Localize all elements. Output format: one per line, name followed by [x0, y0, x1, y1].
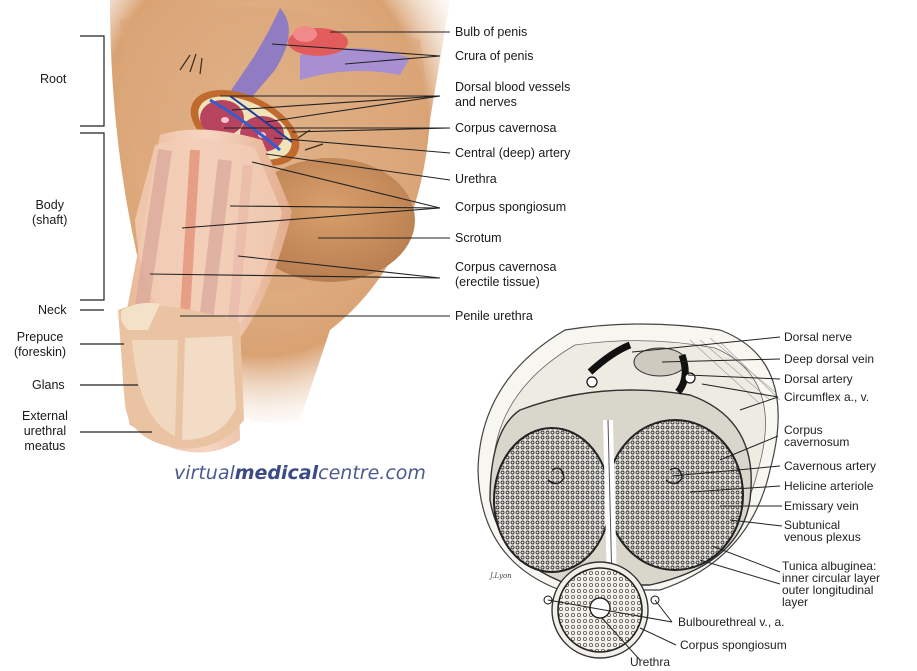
label-glans: Glans: [32, 378, 65, 393]
brand-logo: virtualmedicalcentre.com: [174, 462, 426, 484]
label-corpus-cavernosum: Corpus cavernosum: [784, 424, 849, 448]
label-corpus-spongiosum: Corpus spongiosum: [455, 200, 566, 215]
label-circumflex: Circumflex a., v.: [784, 391, 869, 403]
cross-section-illustration: J.Lyon: [478, 324, 780, 658]
label-crura: Crura of penis: [455, 49, 534, 64]
label-scrotum: Scrotum: [455, 231, 502, 246]
label-prepuce: Prepuce (foreskin): [14, 330, 66, 360]
label-dorsal-artery: Dorsal artery: [784, 373, 853, 385]
label-penile-urethra: Penile urethra: [455, 309, 533, 324]
label-cavernous-artery: Cavernous artery: [784, 460, 876, 472]
label-corpus-cavernosa-erectile: Corpus cavernosa (erectile tissue): [455, 260, 556, 290]
label-dorsal-nerve: Dorsal nerve: [784, 331, 852, 343]
svg-text:J.Lyon: J.Lyon: [488, 572, 512, 580]
label-section-urethra: Urethra: [630, 656, 670, 668]
penis-illustration: [110, 0, 450, 453]
label-helicine: Helicine arteriole: [784, 480, 873, 492]
label-bulbourethral: Bulbourethreal v., a.: [678, 616, 785, 628]
label-meatus: External urethral meatus: [22, 409, 68, 454]
label-body: Body (shaft): [32, 198, 67, 228]
label-neck: Neck: [38, 303, 66, 318]
label-tunica: Tunica albuginea: inner circular layer o…: [782, 560, 880, 608]
label-deep-dorsal-vein: Deep dorsal vein: [784, 353, 874, 365]
label-root: Root: [40, 72, 66, 87]
brand-prefix: virtual: [174, 462, 235, 484]
label-urethra: Urethra: [455, 172, 497, 187]
label-dorsal-vessels: Dorsal blood vessels and nerves: [455, 80, 570, 110]
label-central-artery: Central (deep) artery: [455, 146, 570, 161]
brand-suffix: centre.com: [318, 462, 426, 484]
label-subtunical: Subtunical venous plexus: [784, 519, 861, 543]
label-emissary: Emissary vein: [784, 500, 859, 512]
brand-middle: medical: [235, 462, 318, 484]
label-bulb: Bulb of penis: [455, 25, 527, 40]
label-corpus-cavernosa: Corpus cavernosa: [455, 121, 556, 136]
label-section-spongiosum: Corpus spongiosum: [680, 639, 787, 651]
